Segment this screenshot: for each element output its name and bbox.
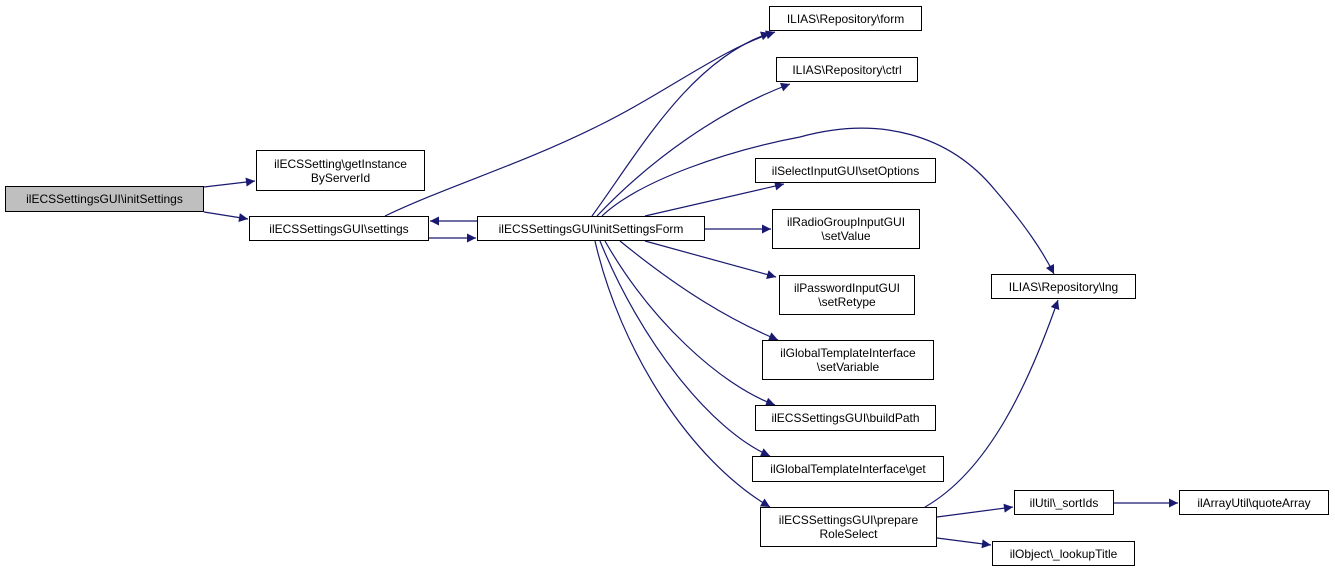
edge-initSettingsForm-buildPath [604,240,776,407]
node-sortIds[interactable]: ilUtil\_sortIds [1014,490,1114,515]
edge-prepareRoleSelect-sortIds [936,503,1014,518]
edge-initSettingsForm-get [599,240,771,457]
node-setVariable[interactable]: ilGlobalTemplateInterface \setVariable [762,340,934,380]
node-setValue[interactable]: ilRadioGroupInputGUI \setValue [772,209,920,249]
edge-initSettings-settings [203,211,249,223]
node-quoteArray[interactable]: ilArrayUtil\quoteArray [1179,490,1329,515]
edge-prepareRoleSelect-lng [924,299,1060,508]
node-initSettingsForm[interactable]: ilECSSettingsGUI\initSettingsForm [477,216,705,241]
edge-initSettingsForm-setVariable [619,240,779,341]
node-ctrl[interactable]: ILIAS\Repository\ctrl [776,57,918,82]
edge-initSettingsForm-prepareRoleSelect [594,240,771,508]
edge-initSettingsForm-setRetype [644,240,777,279]
node-setOptions[interactable]: ilSelectInputGUI\setOptions [755,158,936,183]
node-getInstance[interactable]: ilECSSetting\getInstance ByServerId [256,150,425,191]
edge-initSettingsForm-setOptions [644,181,785,217]
node-setRetype[interactable]: ilPasswordInputGUI \setRetype [779,275,915,315]
edge-prepareRoleSelect-lookupTitle [936,537,992,549]
edge-settings-form [384,30,776,217]
edge-initSettingsForm-ctrl [596,82,791,217]
node-buildPath[interactable]: ilECSSettingsGUI\buildPath [755,405,936,431]
node-form[interactable]: ILIAS\Repository\form [769,6,922,31]
node-get[interactable]: ilGlobalTemplateInterface\get [752,456,944,482]
node-lookupTitle[interactable]: ilObject\_lookupTitle [992,541,1135,566]
edge-initSettingsForm-lng [601,127,1055,275]
edge-initSettingsForm-form [591,31,771,217]
node-initSettings: ilECSSettingsGUI\initSettings [5,186,204,212]
edge-initSettings-getInstance [203,177,256,188]
node-prepareRoleSelect[interactable]: ilECSSettingsGUI\prepare RoleSelect [760,507,937,547]
node-settings[interactable]: ilECSSettingsGUI\settings [249,216,429,241]
node-lng[interactable]: ILIAS\Repository\lng [991,274,1136,299]
